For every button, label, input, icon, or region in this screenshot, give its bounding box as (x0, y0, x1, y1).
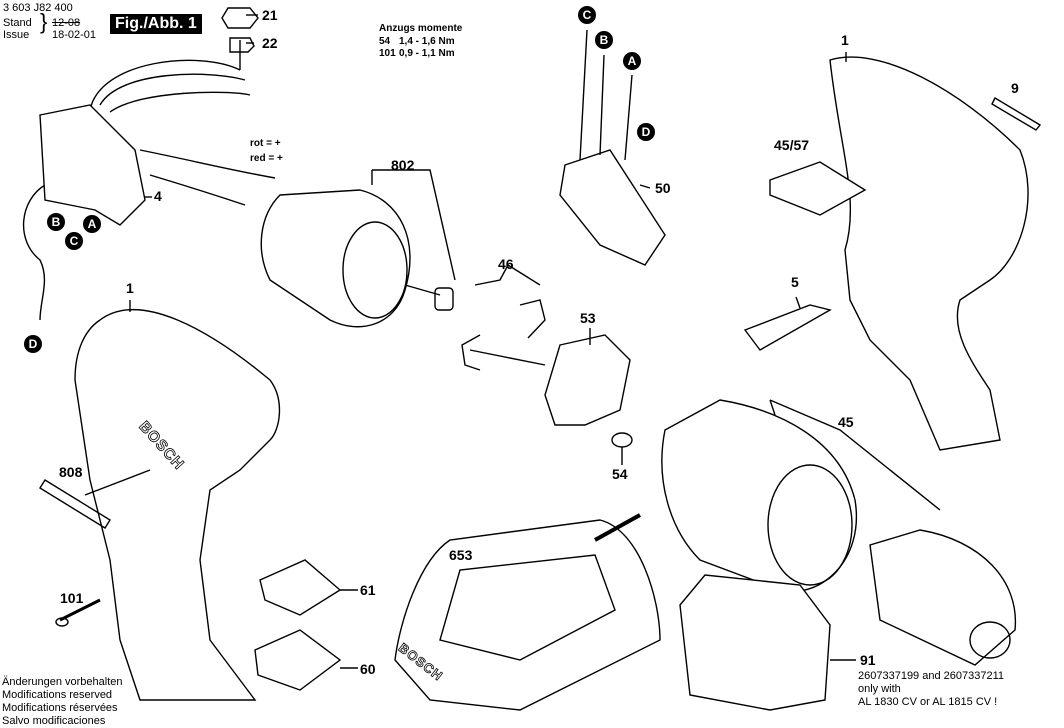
part-label: 22 (262, 35, 278, 51)
part-label: 4 (154, 188, 162, 204)
connector-a-marker: A (623, 52, 641, 70)
part-label: 1 (126, 280, 134, 296)
charger-653 (394, 519, 661, 711)
part-53 (544, 334, 631, 426)
part-label: 101 (60, 590, 84, 606)
torque-row: 54 1,4 - 1,6 Nm (379, 35, 455, 48)
housing-half-left-1 (74, 309, 281, 701)
switch-part-4 (39, 104, 146, 226)
footer-note: Modifications reserved (2, 689, 113, 701)
chuck (869, 529, 1017, 666)
torque-part: 101 (379, 48, 396, 59)
footer-note: Modifications réservées (2, 702, 118, 714)
figure-title: Fig./Abb. 1 (110, 14, 202, 34)
torque-part: 54 (379, 36, 391, 47)
pcb-50 (559, 149, 666, 266)
part-label: 9 (1011, 80, 1019, 96)
switch-wires (89, 40, 251, 113)
connector-d-marker: D (637, 123, 655, 141)
battery-note: 2607337199 and 2607337211 (858, 670, 1005, 682)
battery-note: AL 1830 CV or AL 1815 CV ! (858, 696, 998, 708)
part-label: 45/57 (774, 137, 810, 153)
part-label: 60 (360, 661, 376, 677)
gearbox-45 (661, 399, 858, 593)
part-60 (254, 629, 342, 691)
part-9 (991, 97, 1042, 131)
stand-value: 12-08 (52, 17, 81, 29)
part-label: 46 (498, 256, 514, 272)
part-45-57 (769, 161, 867, 216)
brace: } (40, 9, 48, 34)
clip-46a (461, 334, 481, 371)
connector-a-marker: A (83, 215, 101, 233)
connector-c-marker: C (578, 6, 596, 24)
part-label: 1 (841, 32, 849, 48)
battery-note: only with (858, 683, 901, 695)
wire-color-note: red = + (250, 153, 283, 164)
issue-label: Issue (3, 29, 30, 41)
part-22 (229, 37, 255, 53)
torque-value: 1,4 - 1,6 Nm (399, 36, 455, 47)
cable-d (22, 184, 46, 321)
document-number: 3 603 J82 400 (3, 2, 73, 14)
part-label: 54 (612, 466, 628, 482)
part-label: 53 (580, 310, 596, 326)
part-label: 5 (791, 274, 799, 290)
motor-802 (260, 189, 411, 328)
part-label: 91 (860, 652, 876, 668)
connector-c-marker: C (65, 232, 83, 250)
wire-color-note: rot = + (250, 138, 281, 149)
issue-value: 18-02-01 (52, 29, 97, 41)
part-808 (39, 479, 111, 529)
housing-half-right-1 (829, 56, 1029, 451)
part-label: 50 (655, 180, 671, 196)
stand-label: Stand (3, 17, 32, 29)
battery-91 (679, 574, 831, 711)
part-label: 61 (360, 582, 376, 598)
part-label: 21 (262, 7, 278, 23)
part-label: 802 (391, 157, 415, 173)
screw-101 (59, 598, 101, 622)
connector-d-marker: D (24, 335, 42, 353)
part-61 (259, 559, 342, 616)
part-5 (743, 304, 832, 351)
connector-b-marker: B (595, 31, 613, 49)
torque-value: 0,9 - 1,1 Nm (399, 48, 455, 59)
part-label: 808 (59, 464, 83, 480)
torque-title: Anzugs momente (379, 23, 463, 34)
motor-wires (139, 149, 276, 206)
footer-note: Salvo modificaciones (2, 715, 106, 727)
part-label: 45 (838, 414, 854, 430)
footer-note: Änderungen vorbehalten (2, 676, 123, 688)
part-21 (221, 7, 259, 29)
clip-46b (519, 299, 546, 339)
part-label: 653 (449, 547, 473, 563)
connector-b-marker: B (47, 213, 65, 231)
